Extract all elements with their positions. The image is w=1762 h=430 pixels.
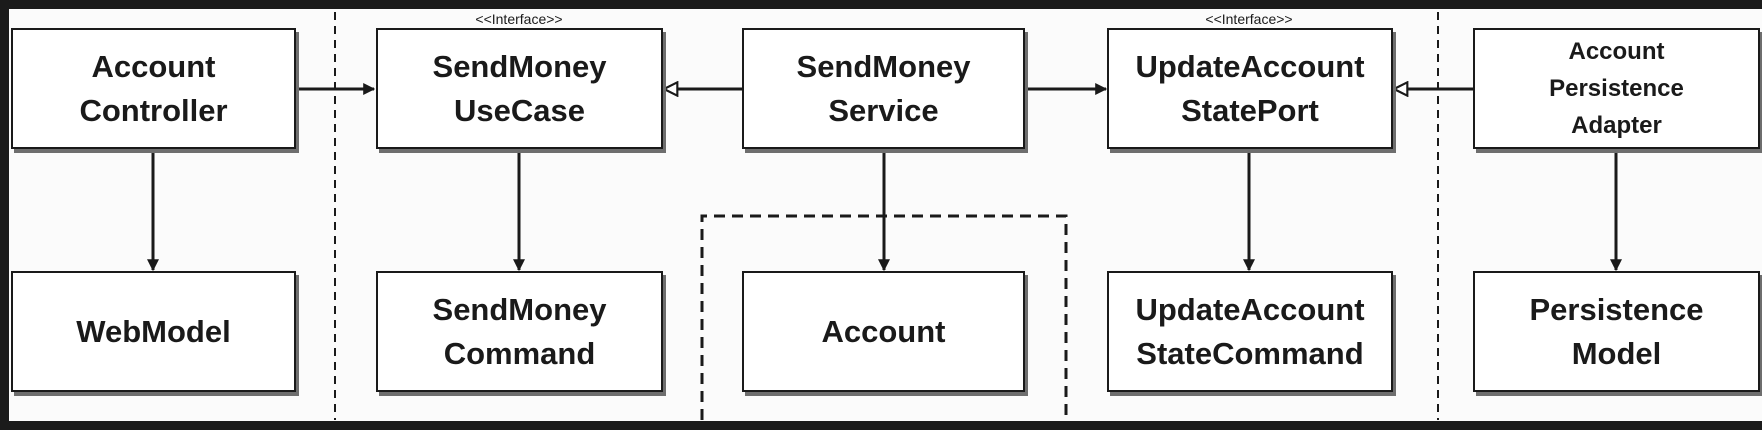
web-model-box: WebModel xyxy=(11,271,296,392)
interface-stereotype-port: <<Interface>> xyxy=(1205,11,1293,27)
persistence-model-box: Persistence Model xyxy=(1473,271,1760,392)
update-account-state-port-box: UpdateAccount StatePort xyxy=(1107,28,1393,149)
persistence-model-label: Persistence Model xyxy=(1529,291,1704,371)
account-controller-box: Account Controller xyxy=(11,28,296,149)
update-account-state-command-label: UpdateAccount StateCommand xyxy=(1135,291,1365,371)
account-box: Account xyxy=(742,271,1025,392)
account-controller-label: Account Controller xyxy=(79,48,228,128)
update-account-state-port-label: UpdateAccount StatePort xyxy=(1135,48,1365,128)
account-persistence-adapter-label: Account Persistence Adapter xyxy=(1549,38,1684,139)
account-label: Account xyxy=(821,313,946,349)
send-money-service-label: SendMoney Service xyxy=(796,48,971,128)
send-money-service-box: SendMoney Service xyxy=(742,28,1025,149)
send-money-command-box: SendMoney Command xyxy=(376,271,663,392)
interface-stereotype-usecase: <<Interface>> xyxy=(475,11,563,27)
update-account-state-command-box: UpdateAccount StateCommand xyxy=(1107,271,1393,392)
send-money-use-case-box: SendMoney UseCase xyxy=(376,28,663,149)
web-model-label: WebModel xyxy=(76,313,231,349)
send-money-command-label: SendMoney Command xyxy=(432,291,607,371)
send-money-use-case-label: SendMoney UseCase xyxy=(432,48,607,128)
account-persistence-adapter-box: Account Persistence Adapter xyxy=(1473,28,1760,149)
